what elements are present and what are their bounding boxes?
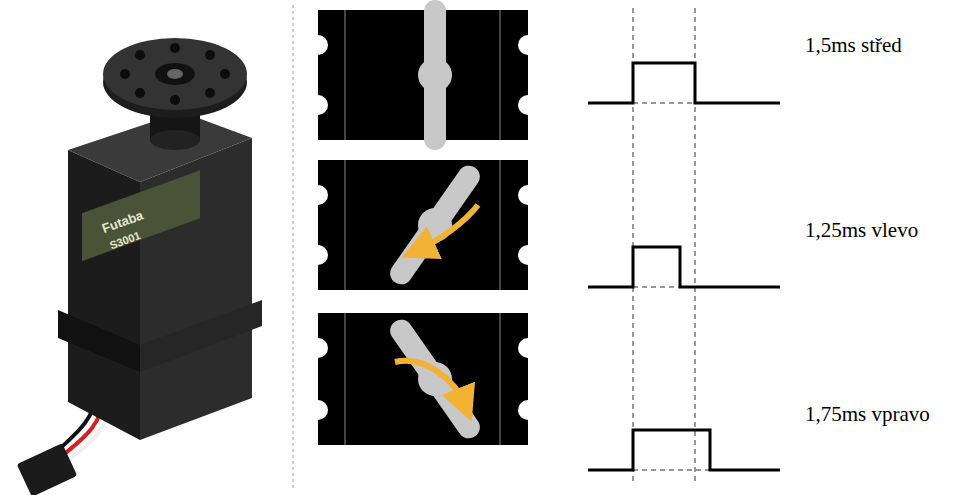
separator <box>292 5 294 490</box>
pulse-label: 1,5ms střed <box>805 33 902 58</box>
servo-photo <box>17 38 262 495</box>
pulse-label: 1,25ms vlevo <box>805 218 918 243</box>
servo-views <box>308 0 538 446</box>
pulse-waveforms <box>588 8 780 485</box>
pulse-label: 1,75ms vpravo <box>805 402 930 427</box>
